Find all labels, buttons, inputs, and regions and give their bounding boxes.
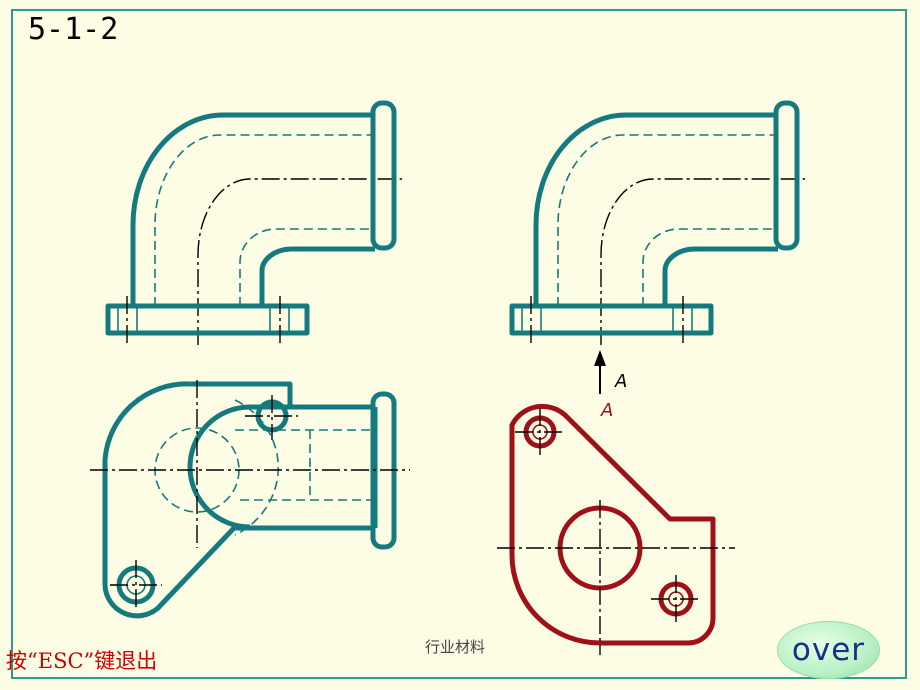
pipe-outline-top: [187, 404, 375, 530]
esc-hint: 按“ESC”键退出: [6, 649, 158, 673]
elbow-hidden-outer: [154, 134, 375, 306]
pipe-end-flange: [370, 100, 397, 251]
elbow-outer-outline: [130, 112, 375, 306]
auxiliary-view-a: [497, 403, 735, 655]
left-front-view: [105, 100, 402, 345]
slide-title: 5-1-2: [28, 12, 119, 47]
elbow-hidden-inner: [239, 228, 375, 306]
pipe-end-flange-r: [773, 100, 800, 251]
elbow-inner-outline: [259, 246, 375, 306]
footer-caption: 行业材料: [425, 638, 486, 656]
view-arrow-label: A: [614, 371, 627, 392]
base-plate-r: [509, 303, 714, 336]
left-top-view: [90, 380, 410, 619]
top-flange-lower-edge: [102, 525, 375, 619]
base-outline-left: [102, 381, 262, 585]
aux-base-outline: [509, 403, 716, 646]
base-plate: [105, 303, 310, 336]
view-name-label: A: [600, 400, 613, 421]
view-arrow-head: [594, 350, 606, 366]
elbow-outer-outline-r: [533, 112, 778, 306]
over-button[interactable]: over: [777, 621, 880, 679]
over-button-label: over: [791, 632, 866, 668]
elbow-inner-outline-r: [662, 246, 778, 306]
elbow-centerline: [197, 178, 402, 345]
right-front-view: [509, 100, 805, 394]
slide-frame: [11, 9, 907, 679]
hidden-arc: [234, 399, 280, 536]
